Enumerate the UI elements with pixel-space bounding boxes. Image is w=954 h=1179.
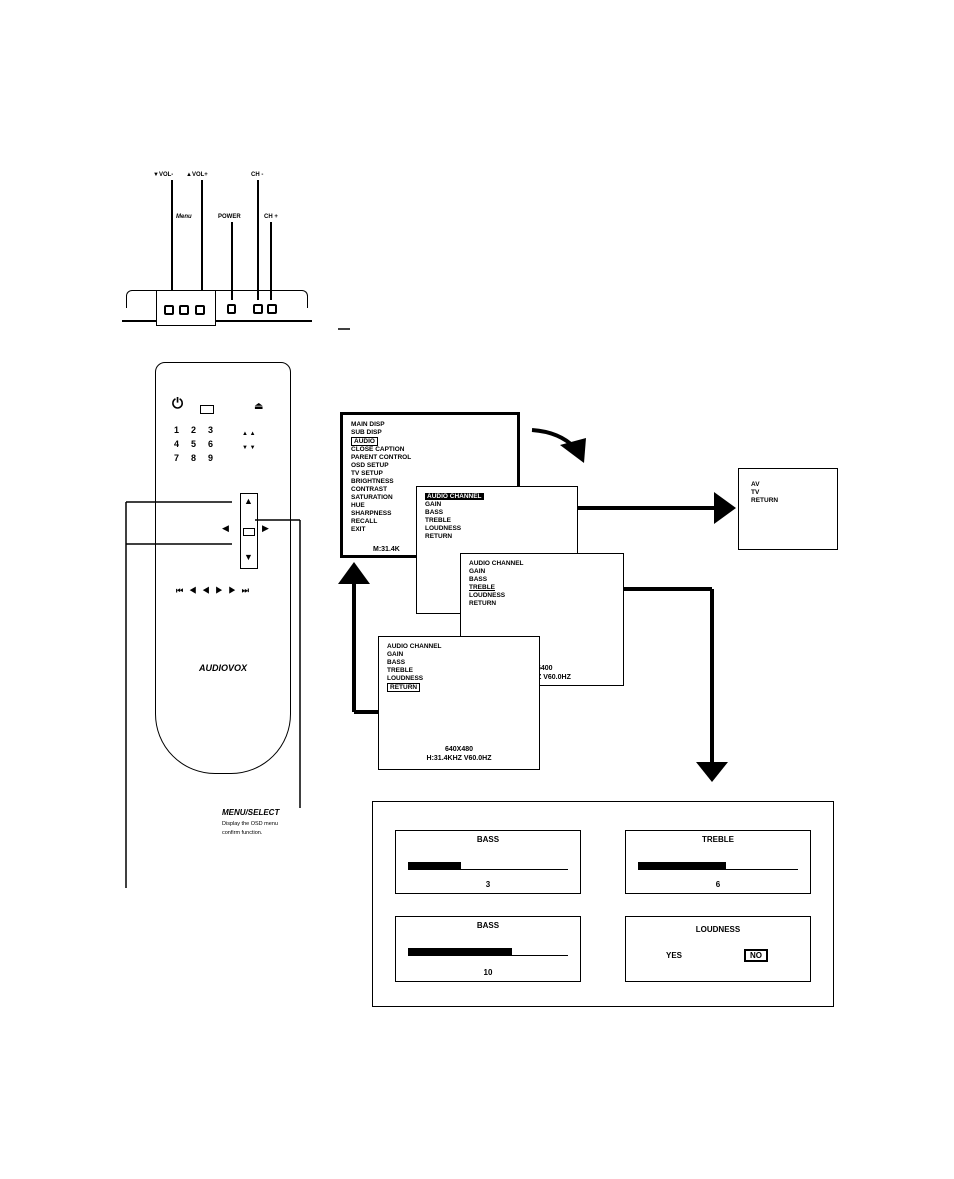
audio-menu-1-items: AUDIO CHANNEL GAIN BASS TREBLE LOUDNESS … — [425, 493, 484, 541]
menu-item[interactable]: AUDIO CHANNEL — [469, 560, 524, 567]
bass-1-track — [408, 869, 568, 870]
audio-osd-menu-3: AUDIO CHANNEL GAIN BASS TREBLE LOUDNESS … — [378, 636, 540, 770]
audio-menu-2-freq: Z V60.0HZ — [537, 674, 571, 681]
menu-item[interactable]: CONTRAST — [351, 486, 388, 493]
audio-menu-3-freq: H:31.4KHZ V60.0HZ — [426, 755, 492, 762]
power-button[interactable] — [227, 304, 236, 314]
audio-menu-3-items: AUDIO CHANNEL GAIN BASS TREBLE LOUDNESS … — [387, 643, 442, 692]
menu-item[interactable]: OSD SETUP — [351, 462, 389, 469]
menu-select-desc-line2: confirm function. — [222, 830, 263, 836]
front-panel — [122, 290, 312, 326]
bass-panel-1-title: BASS — [476, 835, 500, 844]
loudness-panel-title: LOUDNESS — [695, 925, 741, 934]
up-arrow-icon[interactable]: ▲ — [244, 496, 253, 506]
menu-item[interactable]: AV — [751, 481, 760, 488]
bass-panel-2-title: BASS — [476, 921, 500, 930]
audio-menu-2-items: AUDIO CHANNEL GAIN BASS TREBLE LOUDNESS … — [469, 560, 524, 608]
remote-eject-icon[interactable]: ⏏ — [254, 401, 264, 412]
menu-item[interactable]: GAIN — [387, 651, 404, 658]
transport-buttons[interactable]: ⏮◀◀▶▶⏭ — [176, 586, 255, 595]
down-arrow-icon[interactable]: ▼ — [244, 552, 253, 562]
menu-item[interactable]: TREBLE — [425, 517, 451, 524]
bass-1-fill[interactable] — [408, 862, 461, 870]
ch-minus-label: CH - — [251, 172, 264, 178]
audio-menu-2-res: 5400 — [537, 665, 553, 672]
menu-item-selected[interactable]: TREBLE — [469, 584, 495, 591]
menu-item[interactable]: GAIN — [425, 501, 442, 508]
remote-display-button[interactable] — [200, 405, 214, 414]
loudness-no-option[interactable]: NO — [744, 949, 768, 962]
adjustment-panels: BASS 3 TREBLE 6 BASS 10 LOUDNESS YES NO — [372, 801, 834, 1007]
menu-button-group — [156, 290, 216, 326]
menu-item[interactable]: TV SETUP — [351, 470, 383, 477]
menu-item[interactable]: TV — [751, 489, 760, 496]
menu-button[interactable] — [195, 305, 205, 315]
menu-select-desc: Display the OSD menu confirm function. — [222, 820, 278, 838]
menu-item[interactable]: AUDIO CHANNEL — [387, 643, 442, 650]
remote-vol-ch[interactable]: ▲ ▲▼ ▼ — [242, 431, 256, 451]
ch-minus-button[interactable] — [253, 304, 263, 314]
menu-item[interactable]: CLOSE CAPTION — [351, 446, 405, 453]
treble-fill[interactable] — [638, 862, 726, 870]
remote-power-icon[interactable]: ⏻ — [172, 395, 184, 411]
menu-item[interactable]: SUB DISP — [351, 429, 382, 436]
loudness-yes-option[interactable]: YES — [666, 951, 683, 960]
channel-menu-items: AV TV RETURN — [751, 481, 778, 505]
menu-item[interactable]: BASS — [387, 659, 406, 666]
treble-panel-value: 6 — [715, 880, 721, 889]
menu-item[interactable]: LOUDNESS — [425, 525, 462, 532]
audio-menu-3-res: 640X480 — [444, 746, 474, 753]
bass-panel-2-value: 10 — [483, 968, 493, 977]
menu-item[interactable]: TREBLE — [387, 667, 413, 674]
remote-dpad: ▲ ▼ — [240, 493, 258, 569]
menu-select-title: MENU/SELECT — [222, 808, 280, 817]
vol-plus-button[interactable] — [179, 305, 189, 315]
menu-item[interactable]: RETURN — [469, 600, 497, 607]
menu-item[interactable]: RETURN — [751, 497, 779, 504]
treble-panel-title: TREBLE — [702, 835, 734, 844]
menu-item[interactable]: BASS — [469, 576, 488, 583]
vol-minus-label: ▼VOL- — [153, 172, 174, 178]
menu-item-selected[interactable]: RETURN — [387, 683, 442, 692]
bass-2-fill[interactable] — [408, 948, 512, 956]
treble-panel: TREBLE 6 — [625, 830, 811, 894]
remote-brand-logo: AUDIOVOX — [198, 663, 247, 673]
ch-plus-button[interactable] — [267, 304, 277, 314]
audio-channel-menu: AV TV RETURN — [738, 468, 838, 550]
power-label: POWER — [218, 214, 241, 220]
menu-item[interactable]: BASS — [425, 509, 444, 516]
bass-panel-2: BASS 10 — [395, 916, 581, 982]
menu-item[interactable]: HUE — [351, 502, 365, 509]
menu-item[interactable]: LOUDNESS — [387, 675, 424, 682]
menu-item[interactable]: RETURN — [425, 533, 453, 540]
menu-item[interactable]: BRIGHTNESS — [351, 478, 394, 485]
bass-panel-1: BASS 3 — [395, 830, 581, 894]
right-arrow-icon[interactable]: ▶ — [262, 523, 269, 533]
main-menu-freq: M:31.4K — [373, 546, 400, 553]
menu-item[interactable]: GAIN — [469, 568, 486, 575]
menu-item[interactable]: LOUDNESS — [469, 592, 506, 599]
menu-label: Menu — [176, 214, 192, 220]
menu-item-selected[interactable]: AUDIO — [351, 437, 411, 446]
menu-item-selected[interactable]: AUDIO CHANNEL — [425, 493, 484, 500]
menu-select-desc-line1: Display the OSD menu — [222, 821, 278, 827]
menu-item[interactable]: RECALL — [351, 518, 378, 525]
loudness-panel: LOUDNESS YES NO — [625, 916, 811, 982]
left-arrow-icon[interactable]: ◀ — [222, 523, 229, 533]
vol-minus-button[interactable] — [164, 305, 174, 315]
menu-select-button[interactable] — [243, 528, 255, 536]
menu-item[interactable]: SHARPNESS — [351, 510, 392, 517]
main-menu-items: MAIN DISP SUB DISP AUDIO CLOSE CAPTION P… — [351, 421, 411, 534]
ch-plus-label: CH + — [264, 214, 278, 220]
menu-item[interactable]: MAIN DISP — [351, 421, 385, 428]
menu-item[interactable]: PARENT CONTROL — [351, 454, 412, 461]
bass-panel-1-value: 3 — [485, 880, 491, 889]
menu-item[interactable]: EXIT — [351, 526, 366, 533]
vol-plus-label: ▲VOL+ — [186, 172, 208, 178]
menu-item[interactable]: SATURATION — [351, 494, 393, 501]
